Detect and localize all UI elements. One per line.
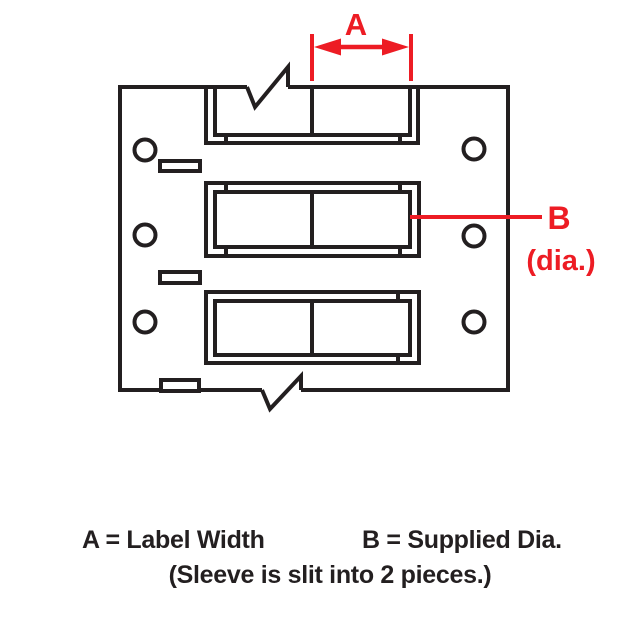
feed-hole [461,223,487,249]
sleeve-row-top [204,87,420,145]
legend-a-definition: A = Label Width [82,526,265,554]
legend-note: (Sleeve is slit into 2 pieces.) [169,561,492,589]
break-symbol-top-icon [245,61,290,111]
break-symbol-bottom-icon [260,370,303,413]
feed-hole [132,137,158,163]
legend: A = Label Width B = Supplied Dia. (Sleev… [82,526,562,589]
legend-b-definition: B = Supplied Dia. [362,526,562,554]
dimension-b: B (dia.) [410,200,596,277]
feed-hole [132,309,158,335]
dimension-a: A [310,7,413,81]
liner-slot [159,378,201,393]
sleeve-outer-outline [204,290,421,365]
liner-slot [158,270,202,285]
sleeve-slot-tab-lines [224,135,402,143]
sleeve-outer-outline [204,181,421,258]
liner-slot [158,159,202,173]
arrowhead-left-icon [314,38,341,56]
feed-hole [461,309,487,335]
sleeve-slot-tab-lines [224,183,402,256]
feed-hole [461,136,487,162]
sleeve-row-bottom [204,290,421,365]
sleeve-outer-outline [204,87,420,145]
feed-hole [132,222,158,248]
sleeve-row-middle [204,181,421,258]
dimension-a-label: A [345,7,367,42]
arrowhead-right-icon [382,38,409,56]
feed-holes [132,136,487,335]
dimension-b-label: B [547,200,570,236]
liner-slots [158,159,202,393]
dimension-b-sublabel: (dia.) [526,245,595,277]
